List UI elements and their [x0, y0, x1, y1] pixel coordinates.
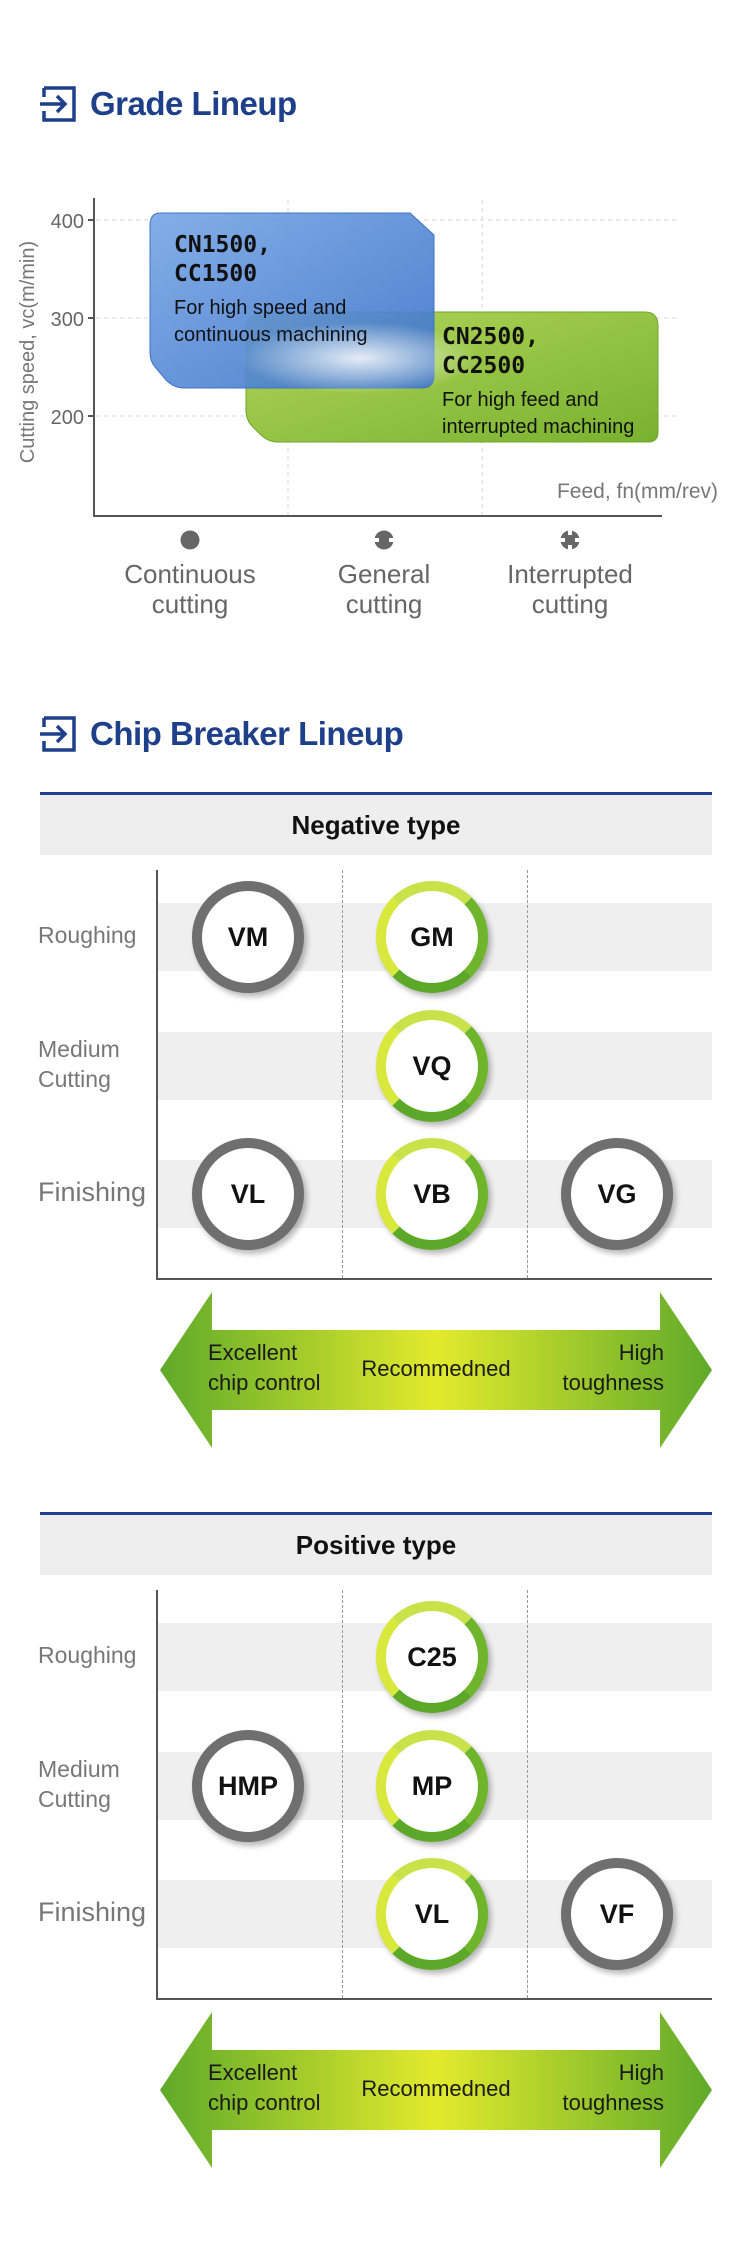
chip-breaker-mp: MP [376, 1730, 488, 1842]
y-axis [156, 870, 158, 1280]
row-label-finishing: Finishing [38, 1897, 147, 1927]
overlap-glow [240, 322, 480, 394]
double-arrow-icon [160, 1292, 712, 1448]
region-cn1500-grade: CN1500,CC1500 [174, 232, 271, 287]
arrow-middle-label: Recommedned [361, 2076, 511, 2101]
column-divider [342, 1590, 343, 1998]
arrow-into-box-icon [40, 716, 76, 752]
double-arrow-icon [160, 2012, 712, 2168]
section-title: Grade Lineup [90, 85, 297, 122]
row-label-finishing: Finishing [38, 1177, 147, 1207]
column-divider [527, 870, 528, 1278]
y-tick-label: 300 [51, 309, 84, 331]
type-header: Positive type [40, 1515, 712, 1575]
arrow-middle-label: Recommedned [361, 1356, 511, 1381]
x-axis [156, 1278, 712, 1280]
chip-breaker-vl: VL [376, 1858, 488, 1970]
column-divider [342, 870, 343, 1278]
chip-breaker-vl: VL [192, 1138, 304, 1250]
chip-breaker-vq: VQ [376, 1010, 488, 1122]
row-label-roughing: Roughing [38, 1642, 137, 1668]
chip-breaker-heading: Chip Breaker Lineup [40, 712, 404, 756]
table-top-rule [40, 792, 712, 795]
notched-circle-icon [373, 530, 395, 550]
table-top-rule [40, 1512, 712, 1515]
arrow-into-box-icon [40, 86, 76, 122]
chip-breaker-c25: C25 [376, 1601, 488, 1713]
chip-breaker-vb: VB [376, 1138, 488, 1250]
section-title: Chip Breaker Lineup [90, 715, 404, 752]
y-tick-label: 400 [51, 211, 84, 233]
chip-breaker-vf: VF [561, 1858, 673, 1970]
solid-circle-icon [180, 530, 200, 550]
chip-breaker-vm: VM [192, 881, 304, 993]
cross-notched-circle-icon [559, 529, 581, 551]
type-header: Negative type [40, 795, 712, 855]
x-axis [156, 1998, 712, 2000]
chip-breaker-vg: VG [561, 1138, 673, 1250]
axes: 400 300 200 [51, 198, 662, 517]
chip-breaker-gm: GM [376, 881, 488, 993]
column-divider [527, 1590, 528, 1998]
x-axis-label: Feed, fn(mm/rev) [557, 480, 718, 503]
region-cn2500-grade: CN2500,CC2500 [442, 324, 539, 379]
row-label-roughing: Roughing [38, 922, 137, 948]
grade-lineup-heading: Grade Lineup [40, 82, 297, 126]
chip-breaker-hmp: HMP [192, 1730, 304, 1842]
y-axis [156, 1590, 158, 2000]
y-tick-label: 200 [51, 407, 84, 429]
y-axis-label: Cutting speed, vc(m/min) [17, 241, 39, 463]
